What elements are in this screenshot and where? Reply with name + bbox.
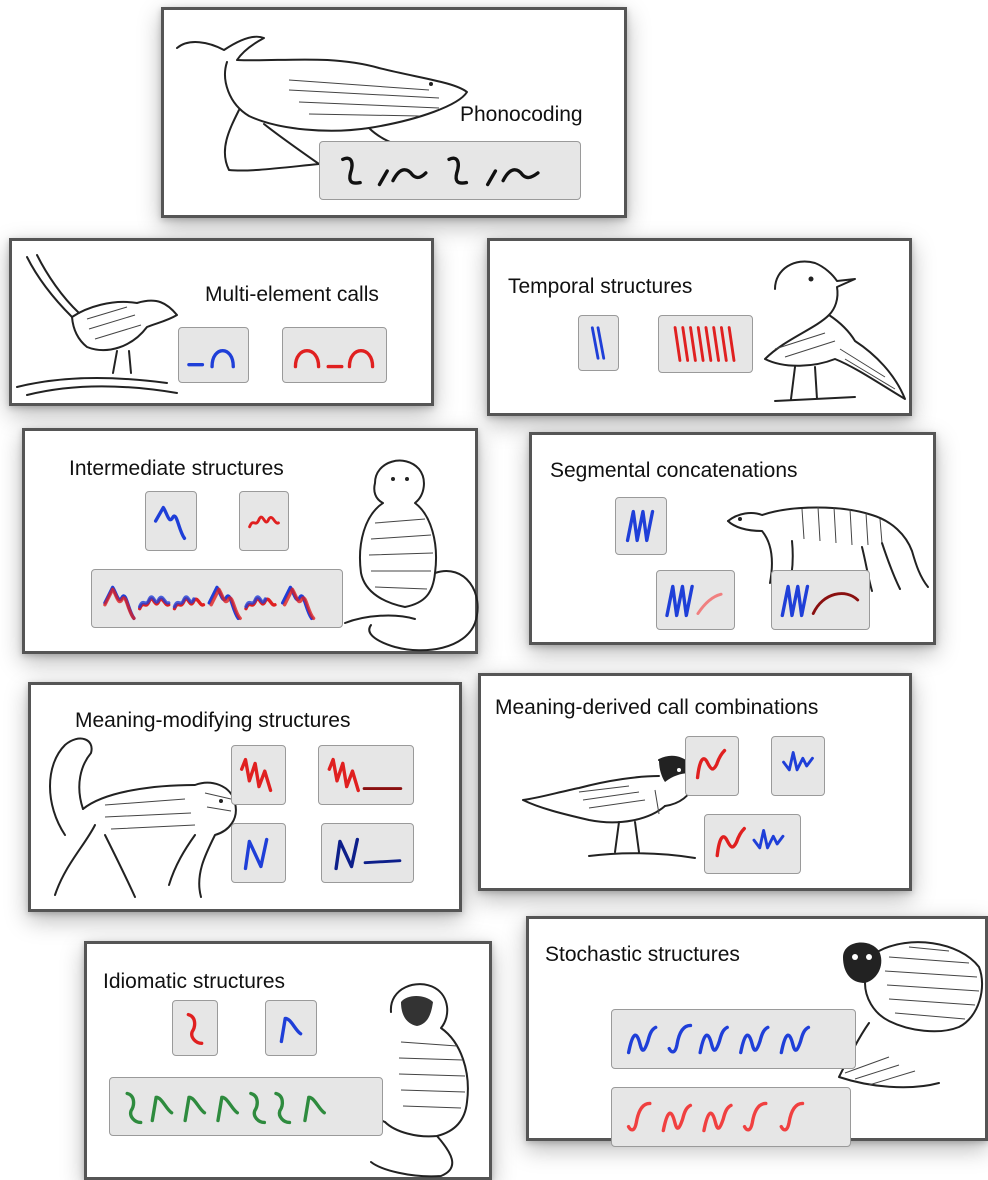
stochastic-sequence-box-1 bbox=[611, 1009, 856, 1069]
bird-on-branch-illustration bbox=[17, 247, 197, 397]
temporal-box-2 bbox=[658, 315, 753, 373]
phonocoding-title: Phonocoding bbox=[460, 103, 583, 127]
intermediate-box-2 bbox=[239, 491, 289, 551]
meaning-modifying-box-4 bbox=[321, 823, 414, 883]
temporal-title: Temporal structures bbox=[508, 275, 692, 299]
temporal-box-1 bbox=[578, 315, 619, 371]
multi-element-box-2 bbox=[282, 327, 387, 383]
idiomatic-box-1 bbox=[172, 1000, 218, 1056]
walking-monkey-illustration bbox=[35, 725, 245, 911]
panel-stochastic-structures: Stochastic structures bbox=[526, 916, 988, 1141]
multi-element-box-1 bbox=[178, 327, 249, 383]
panel-temporal-structures: Temporal structures bbox=[487, 238, 912, 416]
stochastic-sequence-box-2 bbox=[611, 1087, 851, 1147]
segmental-box-2 bbox=[656, 570, 735, 630]
sitting-monkey-illustration bbox=[335, 443, 485, 657]
intermediate-box-1 bbox=[145, 491, 197, 551]
panel-segmental-concatenations: Segmental concatenations bbox=[529, 432, 936, 645]
phonocoding-sequence-box bbox=[319, 141, 581, 200]
perched-bird-illustration bbox=[745, 249, 910, 414]
meaning-derived-title: Meaning-derived call combinations bbox=[495, 696, 818, 720]
idiomatic-sequence-box bbox=[109, 1077, 383, 1136]
panel-meaning-modifying-structures: Meaning-modifying structures bbox=[28, 682, 462, 912]
panel-intermediate-structures: Intermediate structures bbox=[22, 428, 478, 654]
meaning-derived-box-3 bbox=[704, 814, 801, 874]
meaning-modifying-box-1 bbox=[231, 745, 286, 805]
intermediate-title: Intermediate structures bbox=[69, 457, 284, 481]
sitting-primate-illustration bbox=[341, 972, 491, 1177]
segmental-box-3 bbox=[771, 570, 870, 630]
meaning-derived-box-1 bbox=[685, 736, 739, 796]
meaning-modifying-box-3 bbox=[231, 823, 286, 883]
idiomatic-box-2 bbox=[265, 1000, 317, 1056]
multi-element-title: Multi-element calls bbox=[205, 283, 379, 307]
panel-meaning-derived-call-combinations: Meaning-derived call combinations bbox=[478, 673, 912, 891]
idiomatic-title: Idiomatic structures bbox=[103, 970, 285, 994]
panel-phonocoding: Phonocoding bbox=[161, 7, 627, 218]
segmental-box-1 bbox=[615, 497, 667, 555]
meaning-modifying-box-2 bbox=[318, 745, 414, 805]
meaning-derived-box-2 bbox=[771, 736, 825, 796]
panel-idiomatic-structures: Idiomatic structures bbox=[84, 941, 492, 1180]
segmental-title: Segmental concatenations bbox=[550, 459, 798, 483]
intermediate-sequence-box bbox=[91, 569, 343, 628]
panel-multi-element-calls: Multi-element calls bbox=[9, 238, 434, 406]
stochastic-title: Stochastic structures bbox=[545, 943, 740, 967]
great-tit-illustration bbox=[519, 730, 709, 890]
